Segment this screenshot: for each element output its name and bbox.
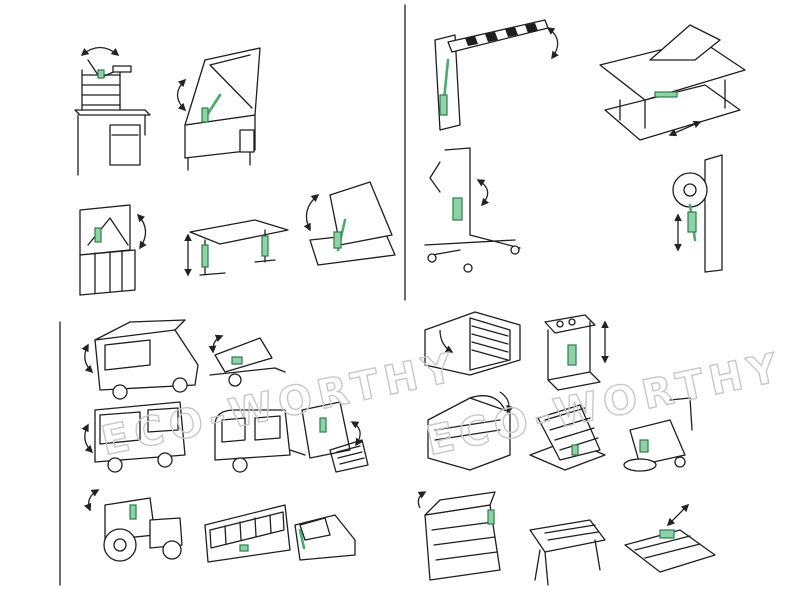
display-case-illustration [427,391,514,471]
tractor-illustration [84,489,183,562]
shop-shutter-illustration [424,311,521,376]
box-lid-illustration [176,47,261,171]
wall-pulley-illustration [672,154,723,273]
conveyor-illustration [624,503,716,573]
floor-hatch-illustration [303,181,396,266]
cleaning-machine-illustration [623,397,693,472]
tool-cabinet-illustration [417,491,501,581]
food-truck-illustration [81,319,199,400]
lifting-platform-illustration [544,314,609,391]
vehicle-hatch-illustration [301,401,369,473]
bus-windows-illustration [204,504,291,563]
storage-bed-illustration [529,404,606,471]
car-tailgate-illustration [294,514,356,561]
parking-barrier-illustration [434,19,559,131]
caravan-illustration [214,409,306,473]
tipping-trailer-illustration [208,334,286,387]
adjustable-bed-illustration [599,24,746,141]
wall-cabinet-illustration [79,204,147,296]
standing-desk-illustration [74,46,151,176]
patient-lift-illustration [424,147,521,273]
adjustable-table-illustration [184,219,289,277]
bus-door-illustration [81,401,186,473]
barbecue-grill-illustration [529,519,606,586]
